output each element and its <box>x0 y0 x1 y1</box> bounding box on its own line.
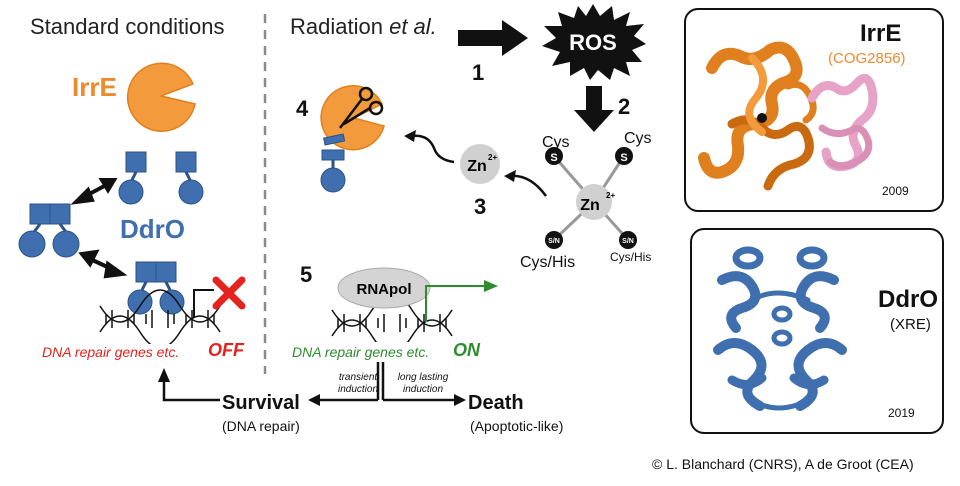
dna-repair-genes-on-text: DNA repair genes etc. <box>292 344 430 360</box>
dna-helix-left <box>99 289 221 344</box>
ddro-year: 2019 <box>888 406 915 420</box>
promoter-left <box>193 289 214 318</box>
step-1: 1 <box>472 60 485 85</box>
svg-text:Zn: Zn <box>467 158 487 175</box>
arrow-zinc-to-irre <box>404 130 455 164</box>
copyright-notice: © L. Blanchard (CNRS), A de Groot (CEA) <box>652 456 914 472</box>
survival-sublabel: (DNA repair) <box>222 418 300 434</box>
death-sublabel: (Apoptotic-like) <box>470 418 564 434</box>
step-4: 4 <box>296 96 309 121</box>
zinc-cys-complex: Zn 2+ S S S/N S/N <box>545 147 637 249</box>
ddro-dimer-left <box>18 203 80 258</box>
irre-protein-icon <box>126 62 196 132</box>
free-zinc-ion: Zn 2+ <box>460 144 500 184</box>
svg-text:2+: 2+ <box>488 153 497 162</box>
svg-text:2+: 2+ <box>606 191 615 200</box>
irre-cog-label: (COG2856) <box>828 50 906 67</box>
ddro-structure-title: DdrO <box>878 286 938 313</box>
standard-conditions-title: Standard conditions <box>30 14 225 39</box>
ddro-structure-box: DdrO (XRE) 2019 <box>690 228 944 434</box>
ddro-label: DdrO <box>120 214 185 244</box>
step-2: 2 <box>618 94 631 119</box>
irre-year: 2009 <box>882 184 909 198</box>
outcome-arrows <box>158 362 466 406</box>
arrow-down-2 <box>574 86 614 132</box>
transcription-arrow <box>484 280 498 292</box>
rnapol-label: RNApol <box>357 281 412 298</box>
arrow-zinc-release <box>504 170 548 197</box>
dna-ddro-bound <box>99 261 221 344</box>
irre-structure-image <box>698 41 878 191</box>
dna-repair-genes-off-text: DNA repair genes etc. <box>42 344 180 360</box>
cys-his-label-2: Cys/His <box>610 250 652 264</box>
promoter-right <box>425 285 486 322</box>
equilibrium-arrows <box>70 178 128 279</box>
ddro-structure-image <box>713 246 847 411</box>
survival-label: Survival <box>222 392 300 414</box>
svg-text:S/N: S/N <box>622 238 634 245</box>
cys-his-label-1: Cys/His <box>520 254 576 271</box>
cys-label-1: Cys <box>542 134 570 151</box>
step-3: 3 <box>474 194 487 219</box>
svg-text:S: S <box>620 152 627 164</box>
scissors-icon <box>339 86 384 129</box>
death-label: Death <box>468 392 524 414</box>
arrow-to-ros <box>458 20 528 56</box>
ddro-dimer-top <box>118 151 204 205</box>
irre-structure-title: IrrE <box>860 20 902 47</box>
blocked-x-icon <box>212 276 246 310</box>
ddro-xre-label: (XRE) <box>890 316 931 333</box>
cys-label-2: Cys <box>624 130 652 147</box>
radiation-title: Radiation et al. <box>290 14 437 39</box>
svg-text:S: S <box>550 152 557 164</box>
on-state: ON <box>453 340 480 360</box>
svg-text:Zn: Zn <box>580 197 600 214</box>
irre-cleavage-diagram <box>320 85 385 193</box>
svg-text:S/N: S/N <box>548 238 560 245</box>
irre-label: IrrE <box>72 72 117 102</box>
panel-divider <box>263 14 267 374</box>
off-state: OFF <box>208 340 244 360</box>
ros-starburst-icon: ROS <box>542 4 646 80</box>
ros-label: ROS <box>569 30 617 55</box>
irre-structure-box: IrrE (COG2856) 2009 <box>684 8 944 212</box>
ddro-dimers-diagram <box>18 151 204 279</box>
step-5: 5 <box>300 262 313 287</box>
rnapol-dna-diagram: RNApol <box>331 267 498 342</box>
